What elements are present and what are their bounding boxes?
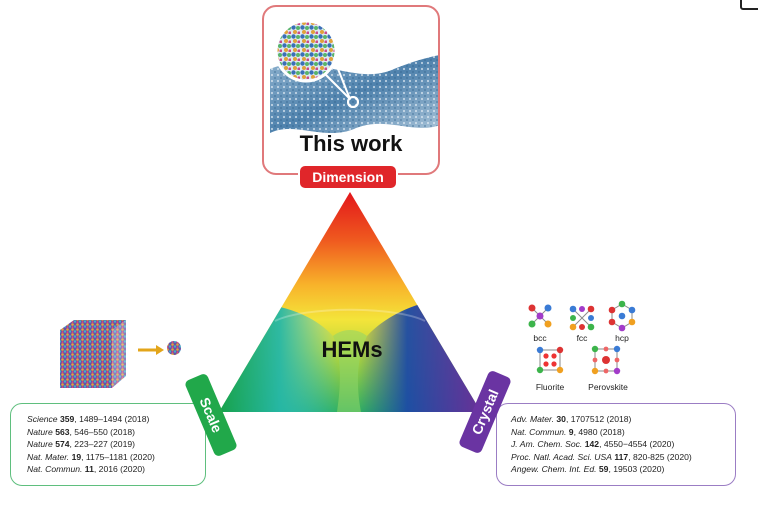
phase-label-hcp: hcp [615,333,629,343]
phase-label-fluorite: Fluorite [535,382,565,392]
reference-item: Proc. Natl. Acad. Sci. USA 117, 820-825 … [511,451,692,462]
fcc-structure [569,305,595,331]
perovskite-structure [591,345,621,375]
reference-item: Angew. Chem. Int. Ed. 59, 19503 (2020) [511,464,665,475]
window-corner-mark [740,0,758,10]
reference-item: Science 359, 1489–1494 (2018) [27,414,150,424]
phase-label-fcc: fcc [576,333,588,343]
hems-label: HEMs [321,337,383,362]
reference-item: Adv. Mater. 30, 1707512 (2018) [511,414,632,424]
bcc-structure [528,304,552,328]
scale-references-box: Science 359, 1489–1494 (2018) Nature 563… [10,403,206,486]
this-work-title: This work [299,131,403,156]
fluorite-structure [536,346,564,374]
crystal-structures-illustration [528,300,636,375]
crystal-references-box: Adv. Mater. 30, 1707512 (2018) Nat. Comm… [496,403,736,486]
hcp-structure [608,300,636,332]
hems-triangle [219,192,481,412]
dimension-tag: Dimension [300,166,396,188]
nanosheet-illustration [270,19,438,133]
reference-item: J. Am. Chem. Soc. 142, 4550−4554 (2020) [511,439,675,450]
phase-label-perovskite: Perovskite [588,382,628,392]
reference-item: Nat. Commun. 11, 2016 (2020) [27,464,146,475]
phase-label-bcc: bcc [533,333,547,343]
reference-item: Nature 563, 546–550 (2018) [27,426,135,437]
reference-item: Nature 574, 223–227 (2019) [27,439,135,450]
reference-item: Nat. Mater. 19, 1175–1181 (2020) [27,451,155,462]
reference-item: Nat. Commun. 9, 4980 (2018) [511,426,625,437]
scale-illustration [60,320,181,388]
this-work-card: This work [262,5,440,175]
